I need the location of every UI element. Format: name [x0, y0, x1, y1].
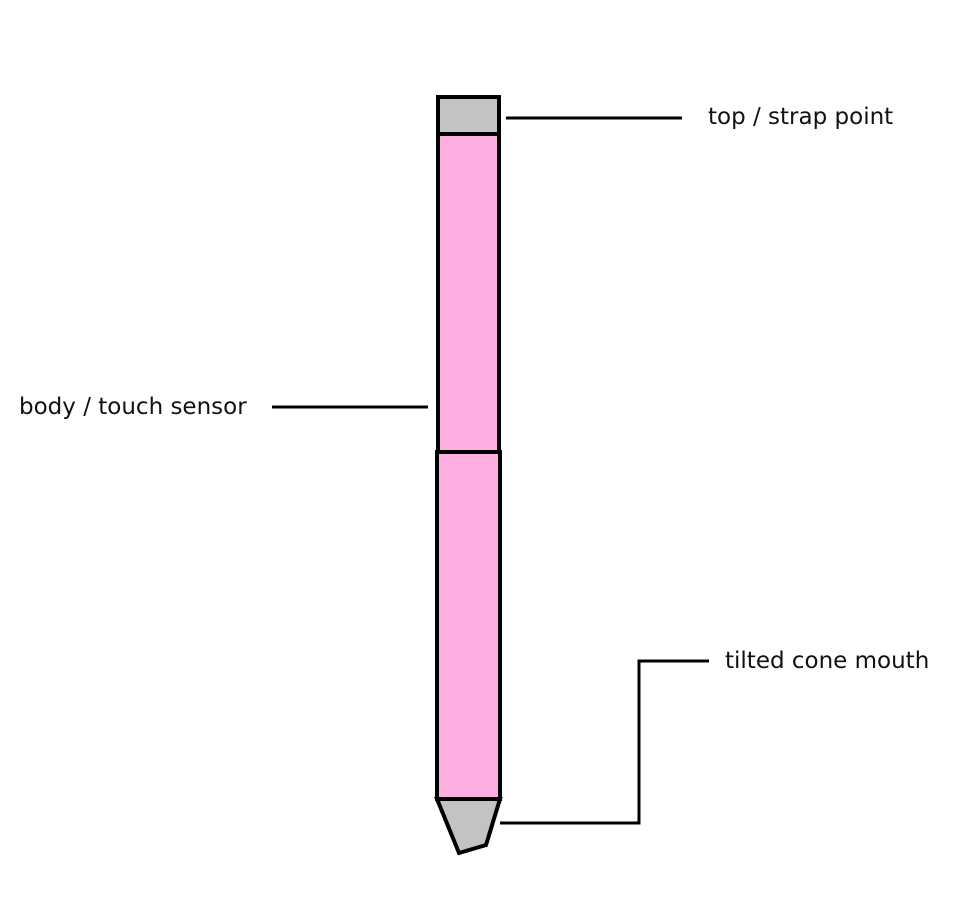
- body-segment-upper: [436, 132, 501, 454]
- cone-mouth: [434, 797, 503, 856]
- top-cap: [436, 95, 501, 136]
- label-top-strap-point: top / strap point: [708, 104, 894, 130]
- body-segment-lower: [435, 450, 502, 801]
- label-body-touch-sensor: body / touch sensor: [19, 394, 247, 420]
- label-tilted-cone-mouth: tilted cone mouth: [725, 648, 930, 674]
- leader-line-mouth: [500, 659, 709, 825]
